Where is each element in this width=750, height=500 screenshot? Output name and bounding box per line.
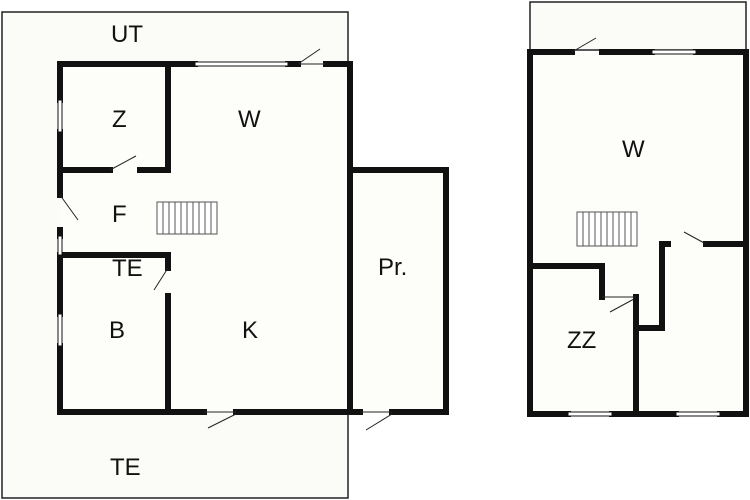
room-label-pr: Pr. (378, 254, 407, 281)
ground-floor-walls (57, 61, 449, 415)
upper-floor-windows (567, 49, 721, 417)
balcony-outline (529, 1, 747, 51)
room-label-z: Z (112, 106, 127, 133)
pantry-fill (350, 170, 446, 414)
ground-floor-windows (57, 61, 289, 347)
room-label-w-upper: W (622, 136, 645, 163)
room-label-b: B (109, 317, 125, 344)
ground-floor-stairs (156, 201, 218, 235)
ground-floor-doors (59, 48, 393, 431)
upper-floor-walls (527, 49, 749, 417)
room-label-ut: UT (111, 21, 143, 48)
upper-floor-doors (571, 37, 707, 313)
ground-floor-fill (60, 64, 350, 414)
room-label-zz: ZZ (567, 327, 596, 354)
room-label-f: F (112, 201, 127, 228)
room-label-te-outer: TE (110, 454, 141, 481)
upper-floor-stairs (576, 211, 638, 247)
room-label-te-inner: TE (112, 255, 143, 282)
room-label-w-ground: W (238, 106, 261, 133)
room-label-k: K (242, 317, 258, 344)
